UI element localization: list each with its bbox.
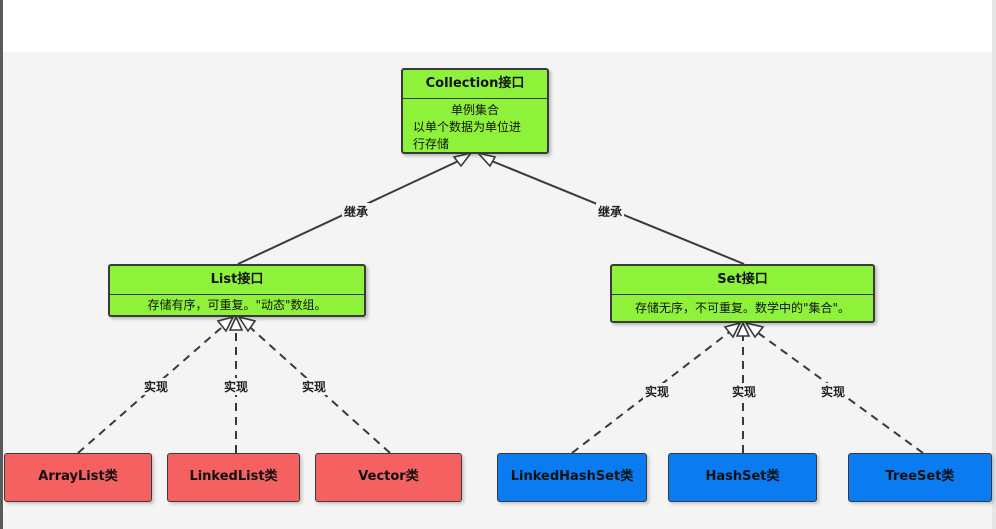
impl-label-treeset: 实现 <box>819 383 848 400</box>
set-interface-title: Set接口 <box>612 266 873 295</box>
impl-label-linkedhashset: 实现 <box>643 383 672 400</box>
arraylist-class-box[interactable]: ArrayList类 <box>4 453 152 502</box>
collection-interface-desc: 单例集合 以单个数据为单位进 行存储 <box>403 99 547 153</box>
list-interface-box[interactable]: List接口 存储有序，可重复。"动态"数组。 <box>108 264 366 317</box>
impl-line-treeset <box>749 326 924 454</box>
impl-label-vector: 实现 <box>300 378 329 395</box>
inherit-arrow-list <box>452 151 474 168</box>
impl-arrow-linkedlist <box>228 315 244 331</box>
collection-interface-box[interactable]: Collection接口 单例集合 以单个数据为单位进 行存储 <box>401 68 549 154</box>
hashset-class-box[interactable]: HashSet类 <box>668 453 817 502</box>
set-interface-box[interactable]: Set接口 存储无序，不可重复。数学中的"集合"。 <box>610 264 875 323</box>
impl-label-arraylist: 实现 <box>142 378 171 395</box>
inherit-arrow-set <box>475 151 497 168</box>
impl-label-hashset: 实现 <box>730 383 759 400</box>
collection-desc-line-2: 以单个数据为单位进 <box>413 120 522 134</box>
inherit-label-list: 继承 <box>342 203 371 220</box>
top-margin <box>0 0 996 52</box>
vector-class-box[interactable]: Vector类 <box>315 453 462 502</box>
impl-arrow-arraylist <box>216 315 235 333</box>
right-border <box>992 0 996 529</box>
linkedhashset-class-box[interactable]: LinkedHashSet类 <box>497 453 647 502</box>
impl-arrow-hashset <box>735 321 751 337</box>
collection-desc-line-1: 单例集合 <box>450 103 499 117</box>
impl-arrow-treeset <box>744 321 765 339</box>
impl-arrow-linkedhashset <box>723 321 742 339</box>
collection-desc-line-3: 行存储 <box>413 137 450 151</box>
treeset-class-box[interactable]: TreeSet类 <box>848 453 992 502</box>
linkedlist-class-box[interactable]: LinkedList类 <box>167 453 300 502</box>
set-interface-desc: 存储无序，不可重复。数学中的"集合"。 <box>634 301 851 315</box>
list-interface-desc: 存储有序，可重复。"动态"数组。 <box>147 298 327 312</box>
impl-label-linkedlist: 实现 <box>222 378 251 395</box>
list-interface-title: List接口 <box>110 266 364 295</box>
impl-arrow-vector <box>237 315 257 333</box>
inherit-label-set: 继承 <box>596 203 625 220</box>
collection-interface-title: Collection接口 <box>403 70 547 99</box>
left-border <box>0 0 3 529</box>
